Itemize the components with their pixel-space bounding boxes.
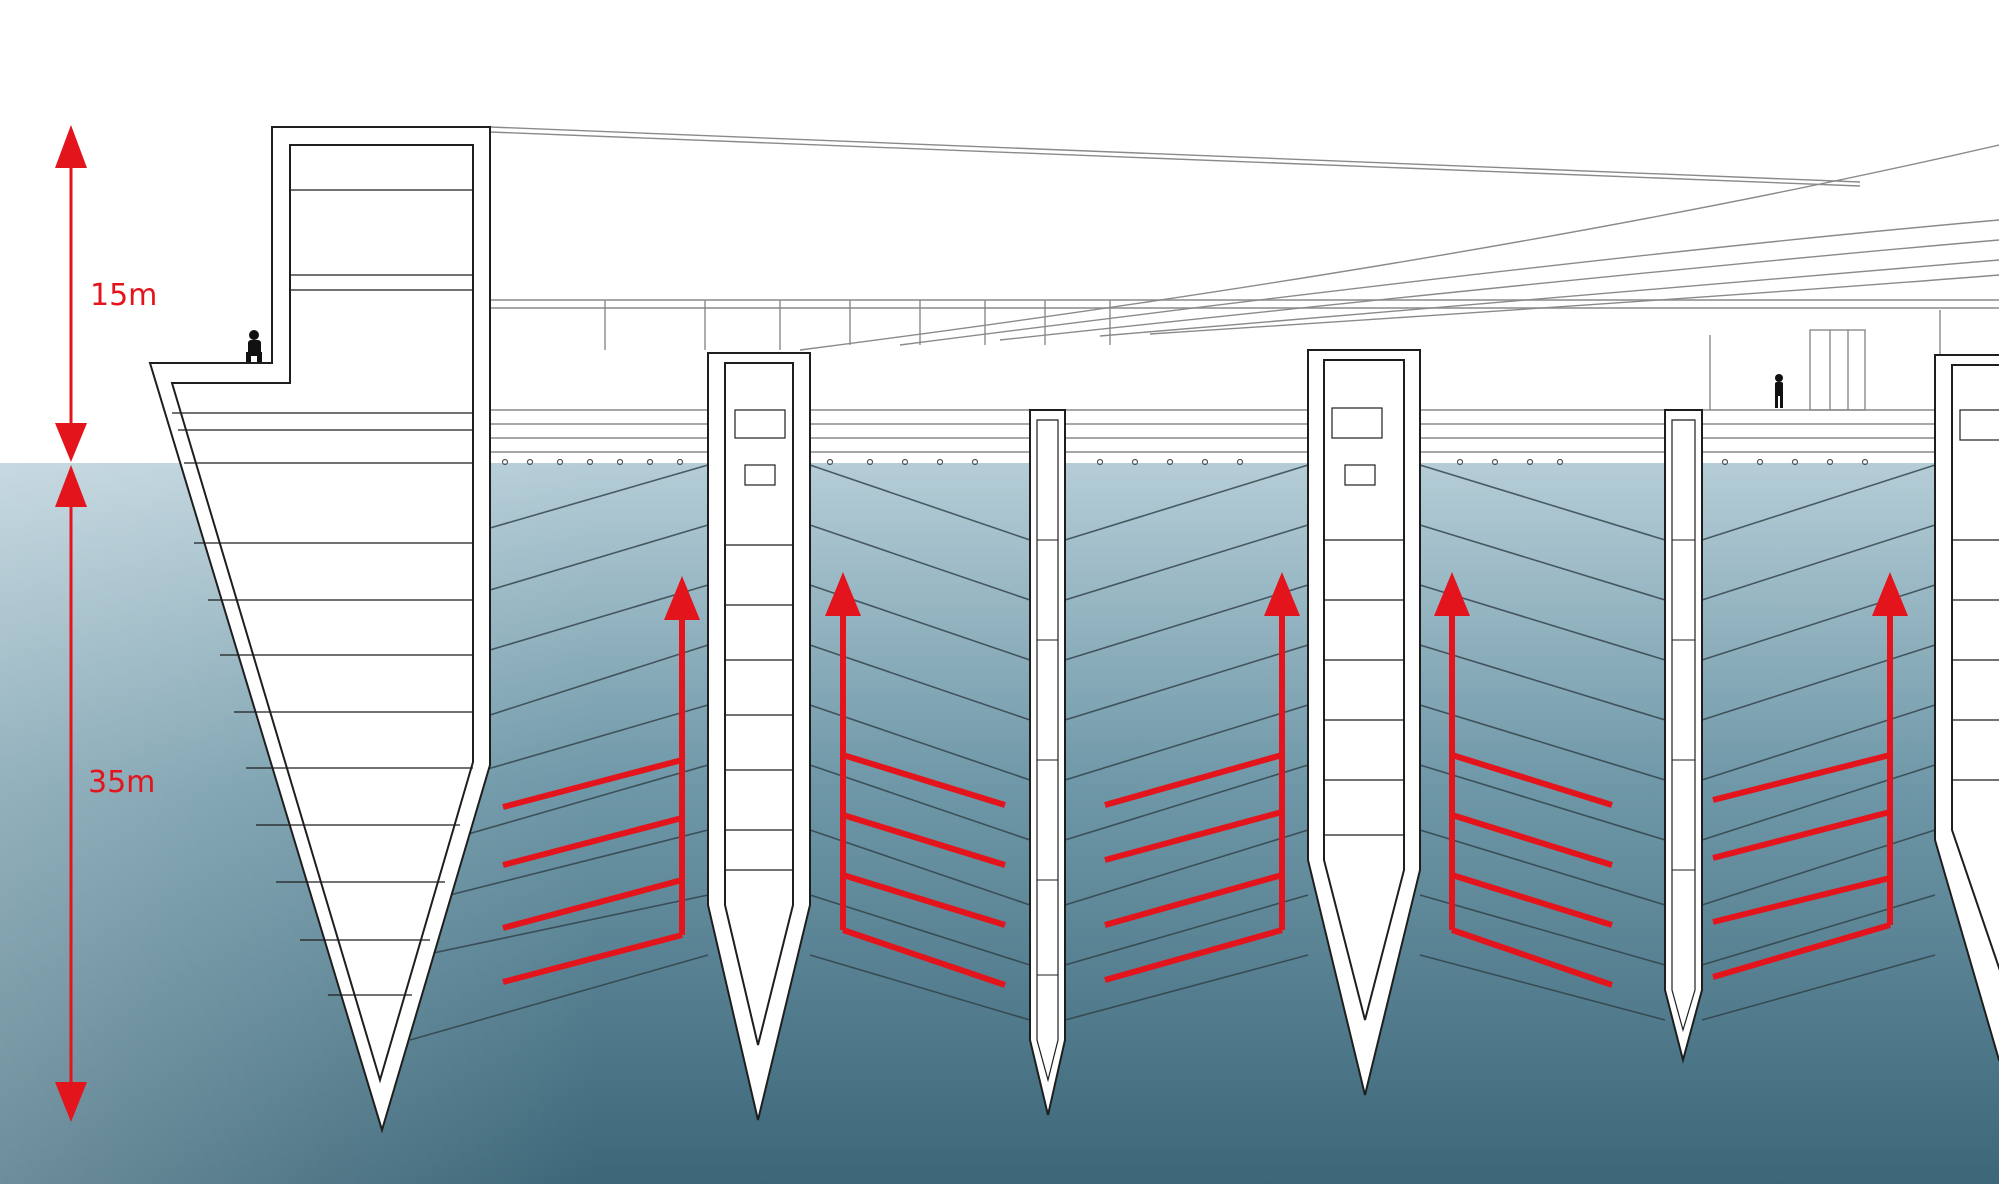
arrow-up-icon xyxy=(55,125,87,168)
flow-arrow-1 xyxy=(502,615,685,985)
hull-main xyxy=(148,126,491,1134)
flow-arrow-2 xyxy=(840,615,1006,988)
flow-arrowheads xyxy=(664,572,1908,620)
pin-2 xyxy=(1664,409,1703,1064)
flow-arrows xyxy=(502,615,1893,988)
dimension-label-below: 35m xyxy=(88,765,155,800)
hull-4 xyxy=(1934,354,1999,1061)
flow-arrow-5 xyxy=(1712,615,1893,980)
hull-3 xyxy=(1307,349,1421,1096)
arrow-down-icon xyxy=(55,423,87,462)
deck-rivets xyxy=(501,458,1869,466)
flow-arrow-4 xyxy=(1449,615,1613,988)
underwater-struts xyxy=(399,464,1936,1041)
arrow-up-icon xyxy=(55,465,87,507)
arrow-down-icon xyxy=(55,1082,87,1122)
person-figure-2 xyxy=(1775,374,1783,408)
person-figure-1 xyxy=(246,330,262,362)
dimension-markers xyxy=(55,125,87,1122)
pin-1 xyxy=(1029,409,1066,1116)
dimension-label-above: 15m xyxy=(90,278,157,313)
flow-arrow-3 xyxy=(1104,615,1285,983)
hull-2 xyxy=(707,352,811,1121)
